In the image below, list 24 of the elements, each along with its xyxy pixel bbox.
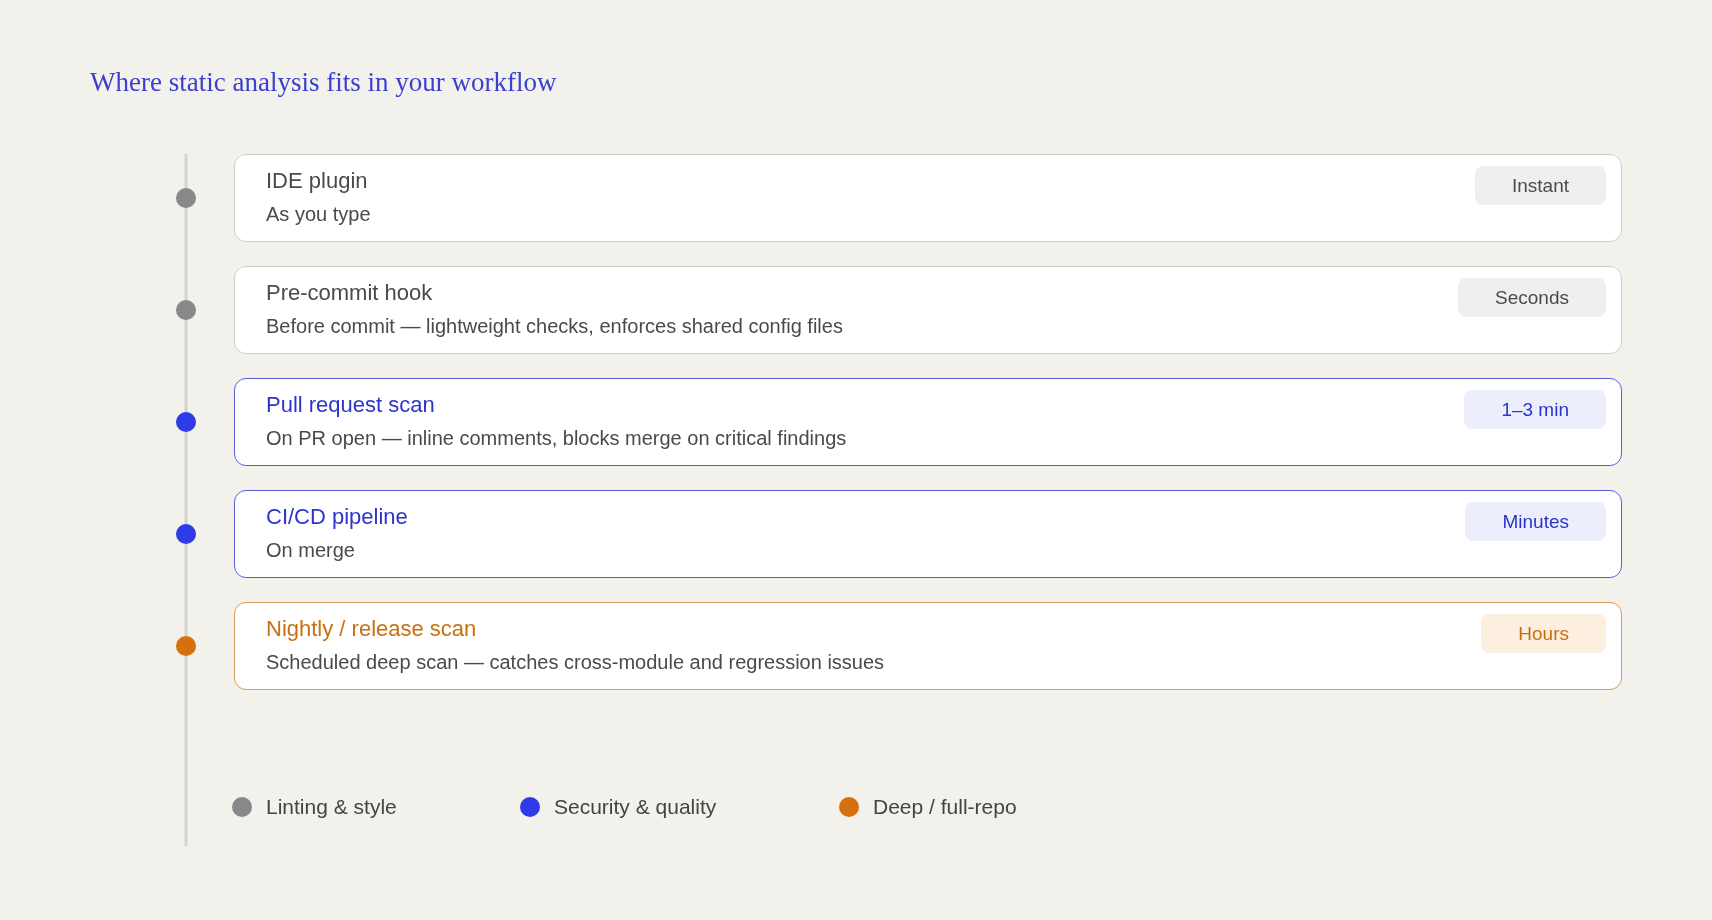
duration-label: Minutes: [1465, 502, 1606, 541]
stage-title: Nightly / release scan: [266, 615, 477, 643]
duration-label: 1–3 min: [1464, 390, 1606, 429]
stage-card: [234, 266, 1622, 354]
stage-card: [234, 378, 1622, 466]
stage-title: IDE plugin: [266, 167, 368, 195]
stage-card: [234, 154, 1622, 242]
stage-description: On PR open — inline comments, blocks merge on critical findings: [266, 426, 847, 451]
stage-description: Before commit — lightweight checks, enforces shared config files: [266, 314, 843, 339]
diagram-title: Where static analysis fits in your workflow: [90, 66, 557, 98]
stage-title: CI/CD pipeline: [266, 503, 408, 531]
stage-title: Pull request scan: [266, 391, 435, 419]
stage-card: [234, 602, 1622, 690]
duration-label: Instant: [1474, 166, 1606, 205]
legend-label: Security & quality: [554, 794, 717, 820]
legend-label: Linting & style: [266, 794, 397, 820]
stage-description: Scheduled deep scan — catches cross-module and regression issues: [266, 650, 885, 675]
duration-label: Seconds: [1458, 278, 1606, 317]
duration-label: Hours: [1481, 614, 1606, 653]
stage-description: As you type: [266, 202, 371, 227]
stage-card: [234, 490, 1622, 578]
legend-label: Deep / full-repo: [873, 794, 1017, 820]
stage-description: On merge: [266, 538, 355, 563]
stage-title: Pre-commit hook: [266, 279, 433, 307]
